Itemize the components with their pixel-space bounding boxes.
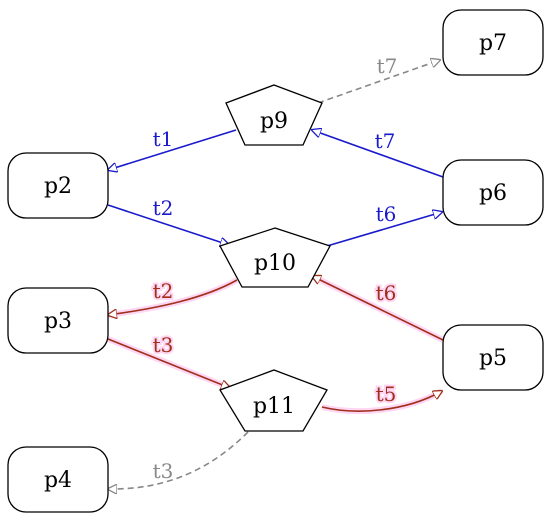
edge-label-t5: t5 [376,382,397,406]
node-label-p7: p7 [479,31,507,56]
edge-label-t7-blue: t7 [375,129,396,153]
edge-p3-p11: t3 [106,331,230,391]
edge-p2-p10: t2 [107,196,229,245]
node-p5: p5 [442,324,544,391]
node-p7: p7 [442,9,544,76]
node-label-p10: p10 [254,251,296,276]
edge-label-t3-gray: t3 [153,459,174,483]
edge-label-t2-red: t2 [153,279,174,303]
edge-label-t6-blue: t6 [376,202,397,226]
edge-p10-p6: t6 [326,202,442,247]
edge-p11-p5: t5 [321,380,442,415]
node-p4: p4 [7,446,109,513]
edge-p6-p9: t7 [312,129,444,178]
node-label-p5: p5 [479,346,507,371]
node-label-p6: p6 [479,181,507,206]
node-label-p2: p2 [44,174,72,199]
edge-label-t2-blue: t2 [153,196,174,220]
edge-p9-p2: t1 [108,127,237,170]
edge-label-t1: t1 [153,127,174,151]
node-p10: p10 [219,227,331,288]
node-label-p9: p9 [260,109,288,134]
node-p9: p9 [225,84,323,146]
edge-p11-p4: t3 [108,431,249,489]
node-label-p4: p4 [44,468,72,493]
node-label-p11: p11 [253,394,295,419]
node-p3: p3 [7,287,109,354]
node-p2: p2 [7,152,109,219]
edge-p9-p7: t7 [317,54,440,104]
edge-label-t7-gray: t7 [377,54,398,78]
edge-p10-p3: t2 [108,277,239,315]
node-p6: p6 [442,159,544,226]
edge-label-t6-red: t6 [376,281,397,305]
edge-label-t3-red: t3 [153,333,174,357]
edge-p5-p10: t6 [312,273,445,343]
node-label-p3: p3 [44,309,72,334]
node-p11: p11 [219,369,328,432]
